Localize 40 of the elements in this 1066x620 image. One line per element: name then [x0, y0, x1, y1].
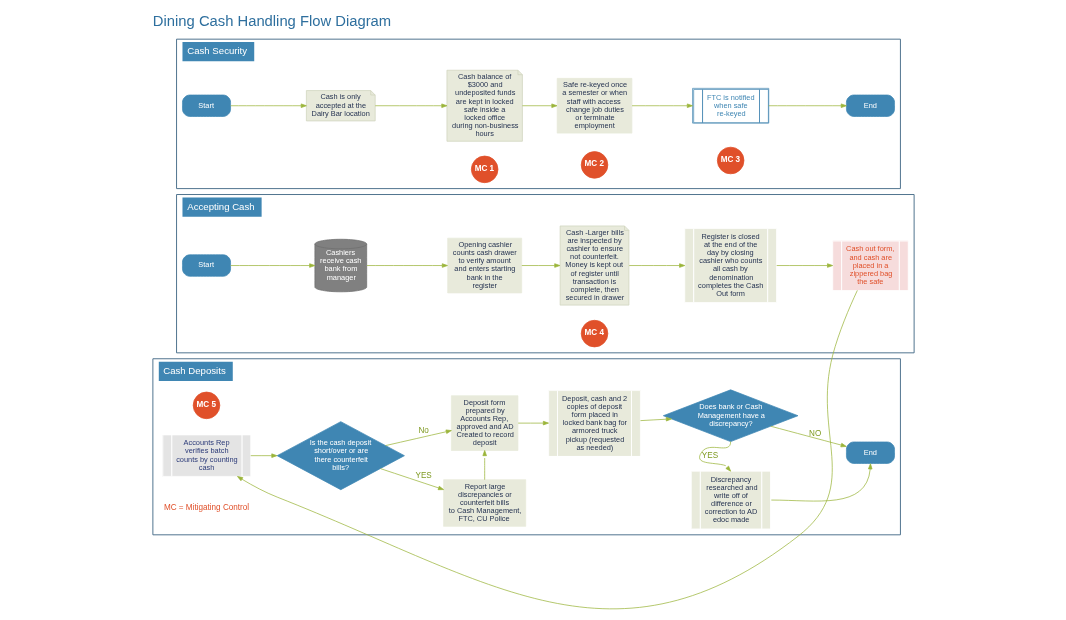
node-diamond: Is the cash deposit short/over or are there counterfeit bills? [276, 421, 405, 491]
arrow [775, 263, 833, 268]
arrow [249, 453, 277, 458]
arrow [770, 425, 847, 448]
node-box: Report large discrepancies or counterfeit bills to Cash Management, FTC, CU Police [442, 479, 526, 527]
arrow [229, 103, 307, 108]
node-circle: MC 2 [580, 151, 608, 179]
arrow [482, 450, 487, 481]
arrow [521, 103, 557, 108]
arrow [698, 441, 731, 472]
arrow [229, 263, 315, 268]
node-circle: MC 5 [192, 391, 220, 420]
node-box: Opening cashier counts cash drawer to verify amount and enters starting bank in the register [446, 237, 522, 294]
node-box: End [845, 441, 895, 464]
arrow [767, 103, 847, 108]
label: MC = Mitigating Control [163, 503, 249, 513]
edge-label: No [417, 426, 429, 436]
arrow [517, 420, 549, 426]
arrow [770, 463, 872, 502]
edge-label: YES [415, 471, 432, 481]
node-box: Start [181, 94, 231, 117]
node-box: End [845, 94, 895, 117]
diagram-title: Dining Cash Handling Flow Diagram [152, 12, 391, 29]
edge-label: YES [701, 451, 718, 461]
arrow [520, 263, 560, 268]
edge-label: NO [808, 428, 821, 438]
arrow [236, 290, 858, 609]
node-circle: MC 4 [580, 319, 608, 348]
node-box: Start [181, 254, 231, 277]
node-circle: MC 3 [716, 146, 744, 175]
node-circle: MC 1 [470, 155, 498, 184]
arrow [384, 429, 452, 446]
arrow [628, 263, 685, 268]
arrow [631, 103, 693, 108]
arrow [639, 417, 672, 422]
arrow [379, 468, 444, 491]
node-box: Safe re-keyed once a semester or when staff with access change job duties or terminate employment [556, 78, 632, 134]
arrow [374, 103, 447, 108]
node-box: Deposit form prepared by Accounts Rep, approved and AD Created to record deposit [450, 395, 518, 451]
arrow [366, 263, 448, 268]
